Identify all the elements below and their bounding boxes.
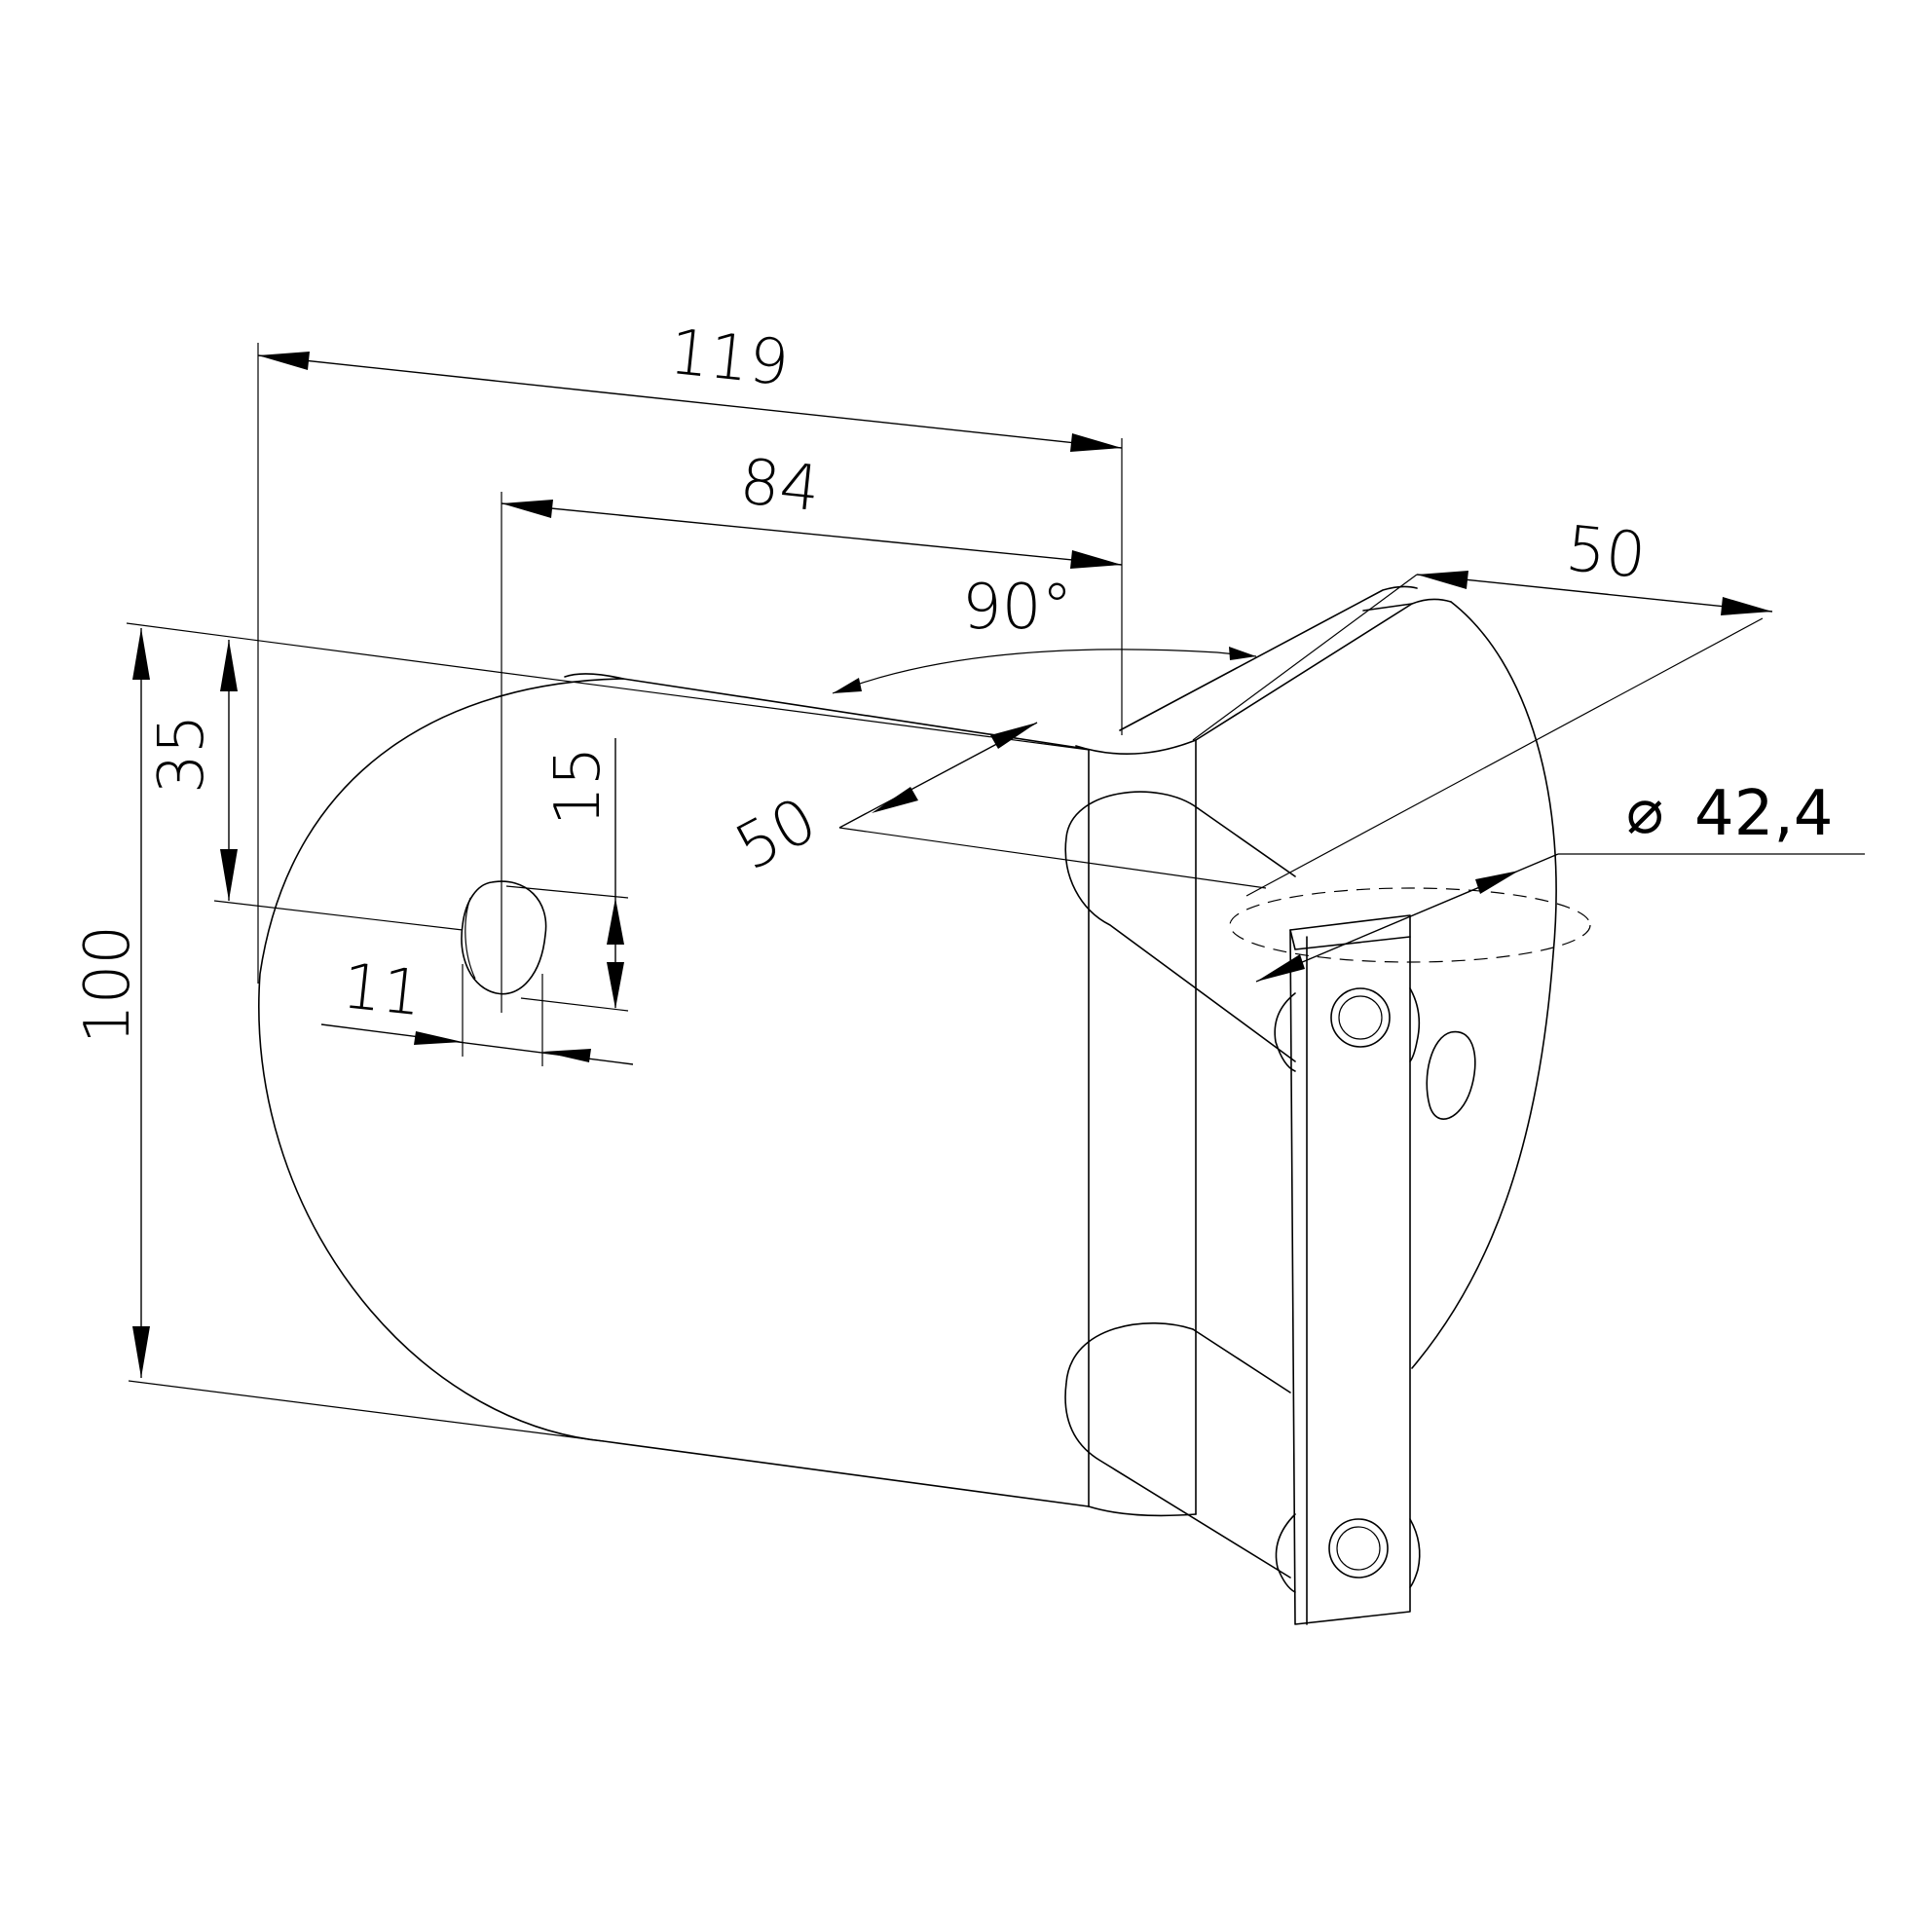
- label-slot-width: 11: [339, 950, 426, 1030]
- label-arm-length: 50: [1563, 513, 1650, 593]
- ext-hole-35: [213, 900, 464, 931]
- label-height: 100: [72, 925, 144, 1044]
- bend-corner: [1075, 739, 1197, 755]
- arrow-diameter-left: [1256, 954, 1305, 982]
- arrow-50-angled-left: [872, 787, 918, 813]
- upper-bolt: [1330, 987, 1391, 1048]
- arrow-90-right: [1229, 647, 1256, 660]
- dimension-labels: 119 84 90° 50 50 ⌀ 42,4 100 35 15 11: [72, 316, 1834, 1044]
- arrow-15-top: [607, 898, 624, 945]
- label-overall-length: 119: [666, 316, 792, 400]
- lower-bolt-inner: [1336, 1526, 1381, 1571]
- label-tube-diameter: 42,4: [1694, 778, 1834, 850]
- arrow-50-top-left: [1417, 571, 1468, 589]
- arrow-11-right: [542, 1049, 591, 1062]
- bracket-outline: [258, 585, 1591, 1625]
- ext-50-arm: [838, 827, 1267, 889]
- ext-top-plate: [126, 622, 1090, 751]
- arrow-100-bottom: [132, 1326, 150, 1378]
- lower-tube: [1064, 1322, 1291, 1579]
- flat-bar-top: [1289, 929, 1411, 950]
- flat-bar: [1289, 914, 1411, 1625]
- dim-line-84: [501, 502, 1123, 566]
- label-hole-offset: 84: [736, 446, 823, 526]
- slot-hole-inner: [464, 897, 476, 980]
- slot-hole: [461, 880, 547, 995]
- arrow-119-left: [258, 352, 310, 370]
- side-plate-outline: [1411, 601, 1557, 1369]
- label-slot-length: 15: [542, 747, 614, 826]
- side-plate-hole: [1426, 1030, 1476, 1120]
- arrow-diameter-right: [1475, 871, 1519, 894]
- label-diameter-symbol: ⌀: [1626, 776, 1664, 848]
- arrow-50-top-right: [1721, 597, 1772, 615]
- ext-50-top-left: [1192, 574, 1418, 741]
- arrow-100-top: [132, 628, 150, 680]
- upper-tube: [1064, 791, 1296, 1062]
- lower-tube-top: [1192, 1328, 1291, 1393]
- label-bend-angle: 90°: [962, 572, 1072, 644]
- upper-boss-right: [1409, 987, 1421, 1062]
- label-hole-height: 35: [146, 715, 218, 794]
- arrow-35-bottom: [220, 849, 238, 901]
- upper-tube-top: [1197, 807, 1296, 877]
- main-plate: [258, 678, 1090, 1507]
- side-plate-bottom: [1088, 1505, 1197, 1517]
- ext-slot-top: [505, 885, 629, 899]
- dimension-lines: [126, 343, 1865, 1442]
- lower-boss-right: [1409, 1518, 1421, 1588]
- dim-line-119: [257, 354, 1123, 449]
- arrow-84-right: [1070, 550, 1122, 569]
- arrow-90-left: [833, 678, 862, 693]
- side-plate-top-thickness: [1362, 603, 1413, 612]
- ext-50-top-right: [1245, 617, 1764, 897]
- arrow-119-right: [1070, 433, 1122, 452]
- side-plate-top-inner: [1119, 585, 1418, 731]
- lower-boss: [1275, 1513, 1296, 1593]
- plate-top-arc: [832, 649, 1257, 694]
- ext-bottom-plate: [128, 1380, 605, 1442]
- upper-bolt-inner: [1338, 995, 1383, 1040]
- arrow-84-left: [502, 500, 553, 518]
- plate-top-edge: [564, 673, 624, 680]
- arrow-15-bottom: [607, 962, 624, 1009]
- upper-boss: [1274, 992, 1296, 1072]
- arrow-11-left: [414, 1031, 463, 1045]
- dim-line-50-top: [1416, 574, 1773, 613]
- ext-slot-bottom: [520, 997, 629, 1012]
- arrow-35-top: [220, 640, 238, 691]
- label-plate-depth: 50: [724, 784, 829, 885]
- arrow-50-angled-right: [990, 723, 1037, 749]
- lower-bolt: [1328, 1518, 1389, 1579]
